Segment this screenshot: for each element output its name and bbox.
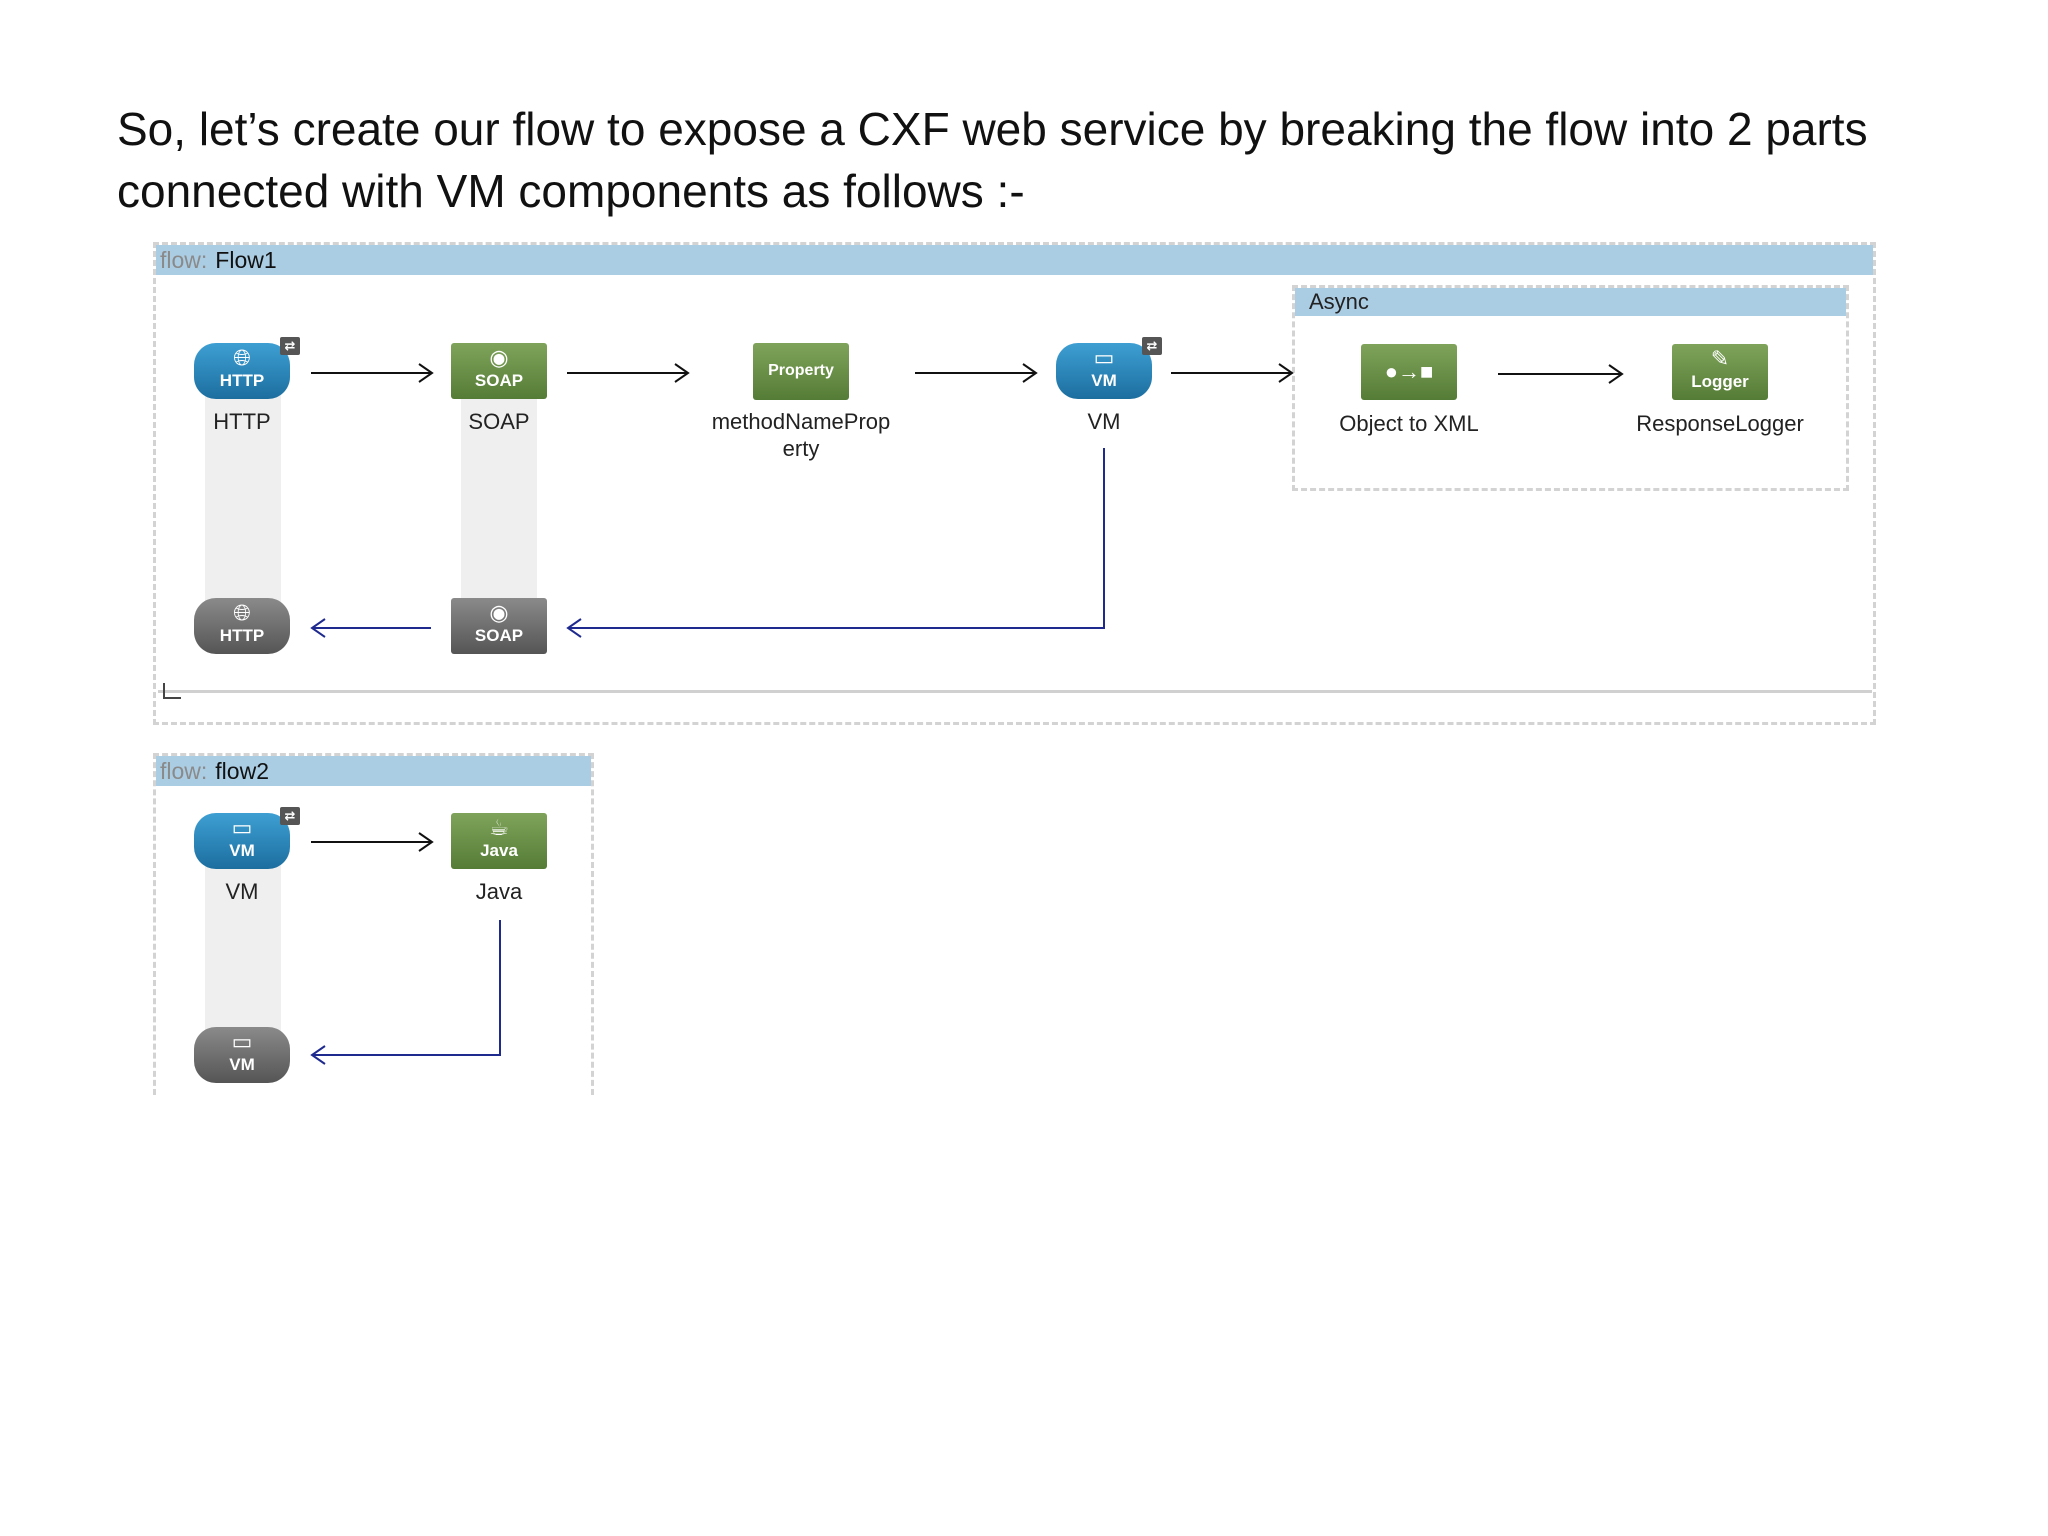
arrow-property-to-vm [915, 363, 1038, 383]
http-inbound-endpoint[interactable]: 🌐︎ HTTP ⇄ [194, 337, 300, 399]
logger-tag: Logger [1691, 372, 1749, 391]
soap-lane [461, 385, 537, 613]
flow1-container: flow: Flow1 [153, 242, 1876, 725]
http-tag: HTTP [219, 371, 265, 390]
return-vm-to-soap [566, 448, 1105, 638]
vm-lane [205, 857, 281, 1035]
method-name-property-label: methodNameProp erty [711, 409, 891, 461]
collapse-handle-icon[interactable] [163, 683, 181, 699]
property-transformer[interactable]: Property [753, 343, 849, 400]
soap-tag: SOAP [474, 371, 524, 390]
arrow-vm-to-async [1171, 363, 1294, 383]
logger-icon: ✎ [1710, 346, 1730, 371]
flow2-container: flow: flow2 [153, 753, 594, 1095]
http-label: HTTP [213, 409, 271, 434]
property-tag: Property [768, 362, 834, 379]
slide-heading: So, let’s create our flow to expose a CX… [117, 103, 1868, 217]
vm-label: VM [1087, 409, 1121, 434]
vm-pipe-icon: ▭ [231, 1029, 253, 1054]
java-icon: ☕︎ [489, 815, 509, 840]
soap-return-tag: SOAP [474, 626, 524, 645]
http-lane [205, 385, 281, 613]
http-return-tag: HTTP [219, 626, 265, 645]
request-arrows [311, 363, 1624, 852]
arrow-http-to-soap [311, 363, 434, 383]
vm-tag: VM [1091, 371, 1117, 390]
vm-pipe-icon: ▭ [231, 815, 253, 840]
vm2-label: VM [225, 879, 259, 904]
object-to-xml-transformer[interactable]: ●→■ [1361, 344, 1457, 400]
flow2-keyword: flow: [160, 758, 208, 784]
response-arrows [310, 448, 1105, 1065]
globe-icon: 🌐︎ [233, 600, 251, 625]
return-soap-to-http [310, 618, 431, 638]
exchange-pattern-icon: ⇄ [280, 807, 300, 825]
flow2-name: flow2 [215, 758, 269, 784]
vm-inbound-endpoint[interactable]: ▭ VM ⇄ [194, 807, 300, 869]
arrow-xml-to-logger [1498, 364, 1624, 384]
soap-globe-icon: ◉ [489, 600, 509, 625]
vm-return-tag: VM [229, 1055, 255, 1074]
flow2-title-bar[interactable]: flow: flow2 [156, 756, 591, 786]
flow1-keyword: flow: [160, 247, 208, 273]
vm-response-node[interactable]: ▭ VM [194, 1027, 290, 1083]
async-title: Async [1295, 288, 1846, 316]
soap-globe-icon: ◉ [489, 345, 509, 370]
arrow-soap-to-property [567, 363, 690, 383]
java-component[interactable]: ☕︎ Java [451, 813, 547, 869]
flow1-title-bar[interactable]: flow: Flow1 [156, 245, 1873, 275]
vm-outbound-endpoint[interactable]: ▭ VM ⇄ [1056, 337, 1162, 399]
flow1-divider [158, 690, 1872, 693]
vm-pipe-icon: ▭ [1093, 345, 1115, 370]
soap-label: SOAP [468, 409, 530, 434]
soap-response-node[interactable]: ◉ SOAP [451, 598, 547, 654]
soap-component[interactable]: ◉ SOAP [451, 343, 547, 399]
exchange-pattern-icon: ⇄ [280, 337, 300, 355]
arrow-vm-to-java [311, 832, 434, 852]
object-to-xml-label: Object to XML [1339, 411, 1479, 436]
vm2-tag: VM [229, 841, 255, 860]
response-logger-label: ResponseLogger [1636, 411, 1804, 436]
flow1-name: Flow1 [215, 247, 277, 273]
globe-icon: 🌐︎ [233, 345, 251, 370]
exchange-pattern-icon: ⇄ [1142, 337, 1162, 355]
java-label: Java [475, 879, 523, 904]
http-response-node[interactable]: 🌐︎ HTTP [194, 598, 290, 654]
return-java-to-vm [310, 920, 501, 1065]
transformer-icon: ●→■ [1384, 359, 1434, 384]
java-tag: Java [480, 841, 518, 860]
response-logger[interactable]: ✎ Logger [1672, 344, 1768, 400]
